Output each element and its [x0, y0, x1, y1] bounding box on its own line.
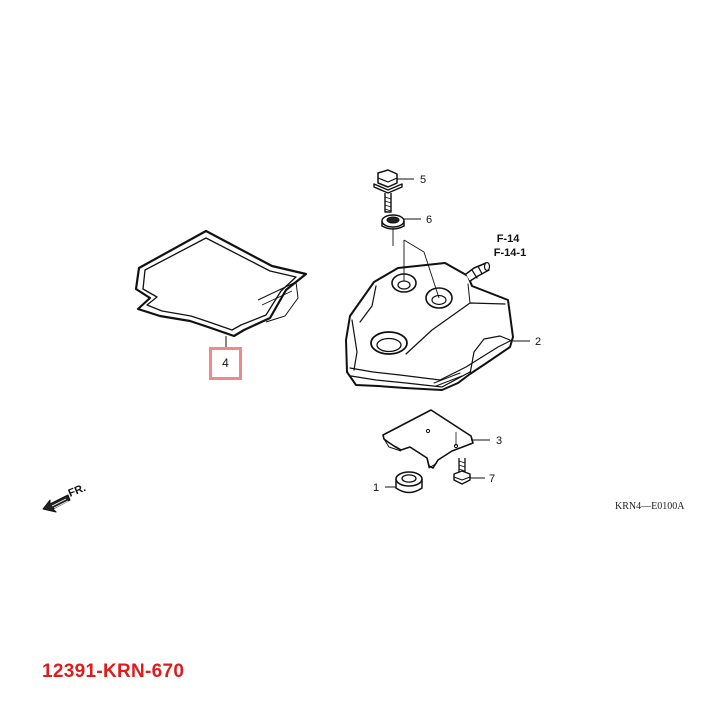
- highlight-box: [209, 347, 242, 380]
- reference-line-f14-c: [423, 251, 440, 299]
- plate-part-3[interactable]: [382, 409, 474, 469]
- callout-6: 6: [426, 214, 432, 226]
- callout-4-highlighted[interactable]: 4: [222, 356, 229, 370]
- bolt-part-7[interactable]: [453, 458, 471, 485]
- reference-line-f14-b: [403, 239, 425, 253]
- callout-1: 1: [373, 482, 379, 494]
- reference-f14: F-14: [497, 233, 521, 245]
- gasket-part-4[interactable]: [134, 229, 308, 338]
- callout-5: 5: [420, 174, 426, 186]
- front-direction-arrow-icon: [42, 494, 71, 513]
- callout-3: 3: [496, 435, 502, 447]
- washer-part-6[interactable]: [381, 214, 405, 230]
- seal-part-1[interactable]: [395, 471, 423, 494]
- front-direction-label: FR.: [67, 482, 88, 500]
- callout-2: 2: [535, 336, 541, 348]
- callout-7: 7: [489, 473, 495, 485]
- reference-f14-1: F-14-1: [494, 247, 526, 259]
- part-number: 12391-KRN-670: [42, 661, 185, 682]
- head-cover-part-2[interactable]: [345, 261, 514, 391]
- bolt-part-5[interactable]: [373, 169, 403, 213]
- drawing-number: KRN4—E0100A: [615, 501, 685, 512]
